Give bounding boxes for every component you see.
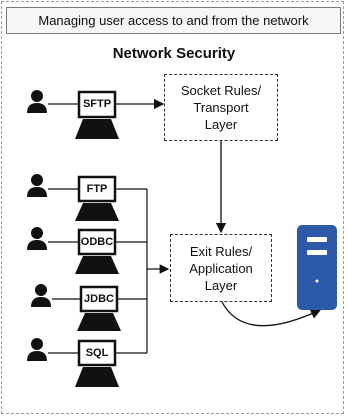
user-icon	[27, 174, 47, 197]
socket-rules-line-1: Socket Rules/	[180, 83, 262, 98]
header-caption: Managing user access to and from the net…	[6, 7, 341, 34]
user-icon	[31, 284, 51, 307]
socket-rules-line-2: Transport	[193, 100, 249, 115]
exit-rules-box: Exit Rules/ Application Layer	[170, 234, 272, 302]
socket-rules-box: Socket Rules/ Transport Layer	[164, 74, 278, 141]
terminal-sql-icon	[75, 339, 119, 387]
exit-to-server-connector	[221, 301, 322, 327]
terminal-label-sftp: SFTP	[82, 98, 112, 110]
exit-rules-line-1: Exit Rules/	[189, 243, 253, 259]
terminal-label-ftp: FTP	[86, 183, 108, 195]
terminal-jdbc-icon	[77, 285, 121, 331]
diagram-title: Network Security	[112, 45, 236, 62]
user-icon	[27, 90, 47, 113]
user-icon	[27, 338, 47, 361]
diagram-frame	[1, 1, 344, 414]
terminal-ftp-icon	[75, 175, 119, 221]
server-icon	[297, 225, 337, 310]
terminal-sftp-icon	[75, 90, 119, 139]
user-icon	[27, 227, 47, 250]
terminal-label-odbc: ODBC	[80, 236, 114, 248]
terminal-label-sql: SQL	[85, 347, 109, 359]
terminal-bus-connector	[116, 188, 170, 354]
terminal-label-jdbc: JDBC	[84, 293, 114, 305]
exit-rules-line-3: Layer	[204, 277, 238, 293]
terminal-odbc-icon	[75, 228, 119, 274]
exit-rules-line-2: Application	[189, 260, 253, 276]
socket-rules-line-3: Layer	[204, 117, 238, 132]
